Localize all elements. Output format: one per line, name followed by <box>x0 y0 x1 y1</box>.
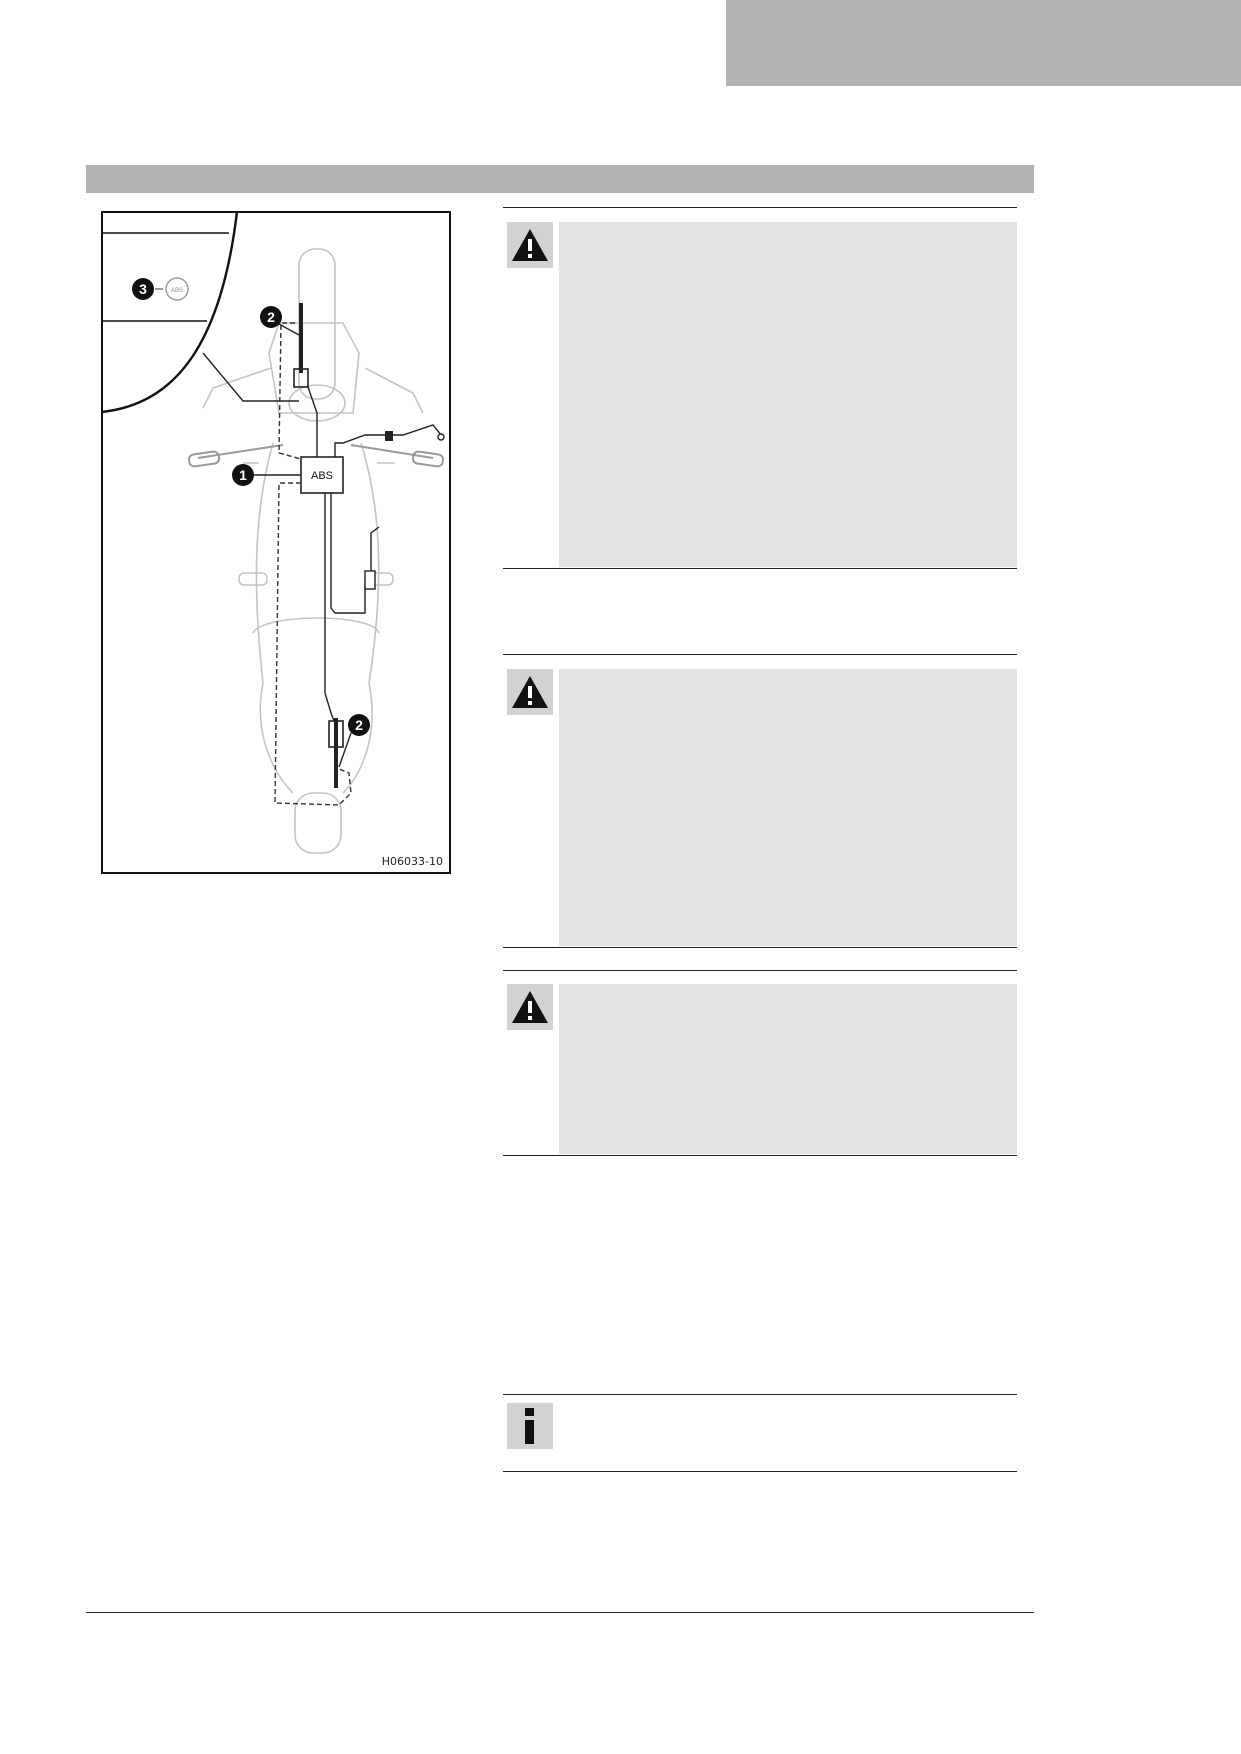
info-note-bottom-rule <box>503 1471 1017 1472</box>
magnifier-arc <box>103 213 238 413</box>
info-note-top-rule <box>503 1394 1017 1395</box>
info-note-icon-box <box>507 1403 553 1449</box>
note-1-panel <box>559 222 1017 567</box>
chapter-tab <box>726 0 1241 86</box>
note-1-top-rule <box>503 207 1017 208</box>
note-2-icon-box <box>507 669 553 715</box>
abs-system-figure: 2 2 1 ABS 3 ABS H06033-10 <box>101 211 451 874</box>
callout-2-bottom-marker <box>348 714 370 736</box>
brake-lines <box>307 386 442 722</box>
abs-control-unit <box>300 456 344 494</box>
note-1-icon-box <box>507 222 553 268</box>
figure-code: H06033-10 <box>381 855 443 868</box>
front-sensor-ring <box>299 303 303 373</box>
note-3-icon-box <box>507 984 553 1030</box>
footer-rule <box>86 1612 1034 1613</box>
note-3-panel <box>559 984 1017 1154</box>
note-1-bottom-rule <box>503 568 1017 569</box>
note-3-top-rule <box>503 970 1017 971</box>
brake-lever-end <box>437 433 445 441</box>
callout-2-bottom-leader <box>338 732 352 768</box>
note-2-top-rule <box>503 654 1017 655</box>
abs-warning-lamp-icon <box>165 277 189 301</box>
callout-1-marker <box>232 464 254 486</box>
note-2-bottom-rule <box>503 947 1017 948</box>
callout-1-number: 1 <box>239 467 247 483</box>
sensor-cables <box>274 322 352 806</box>
rear-master-cylinder <box>364 570 376 590</box>
note-3-bottom-rule <box>503 1155 1017 1156</box>
motorcycle-outline <box>202 248 424 854</box>
abs-unit-label: ABS <box>311 470 333 482</box>
section-heading-bar <box>86 165 1034 193</box>
callout-3-marker <box>132 278 154 300</box>
rear-sensor-ring <box>334 718 338 788</box>
magnifier-leader <box>202 352 299 402</box>
callout-2-bottom-number: 2 <box>355 717 363 733</box>
callout-2-top-number: 2 <box>267 309 275 325</box>
warning-triangle-icon <box>512 676 548 708</box>
info-icon <box>525 1408 534 1444</box>
callout-2-top-marker <box>260 306 282 328</box>
warning-triangle-icon <box>512 229 548 261</box>
warning-triangle-icon <box>512 991 548 1023</box>
callout-3-number: 3 <box>139 281 147 297</box>
front-sensor <box>293 368 309 388</box>
abs-warning-lamp-label: ABS <box>171 288 183 294</box>
note-2-panel <box>559 669 1017 946</box>
callout-2-top-leader <box>278 323 300 336</box>
motorcycle-abs-diagram: 2 2 1 ABS 3 ABS <box>103 213 445 854</box>
rear-sensor <box>328 720 344 748</box>
handlebar <box>187 444 445 468</box>
brake-lever-clamp <box>385 431 393 441</box>
